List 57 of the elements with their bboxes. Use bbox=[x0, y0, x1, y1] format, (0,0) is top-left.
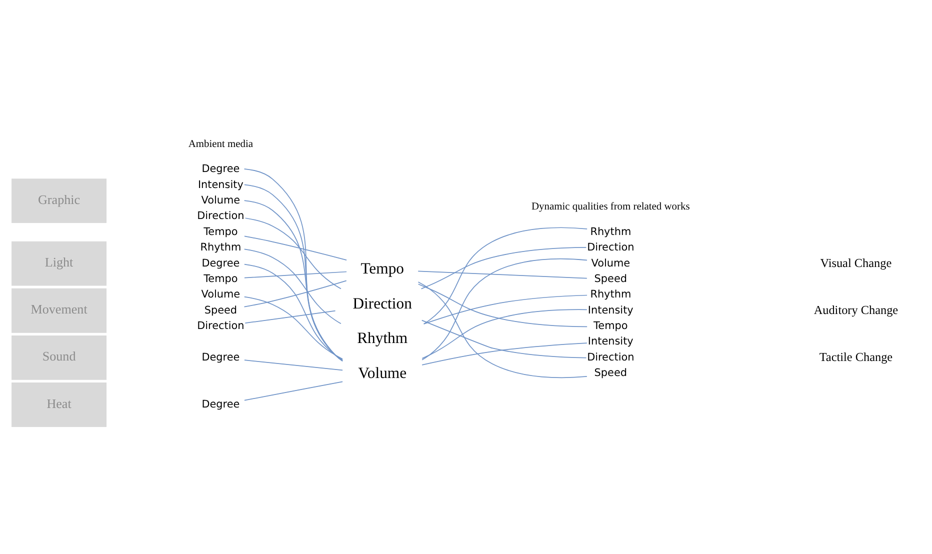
connector bbox=[422, 342, 588, 365]
node-text: Tactile Change bbox=[819, 349, 893, 364]
node-text: Direction bbox=[197, 210, 244, 222]
connector bbox=[244, 310, 336, 324]
connector bbox=[418, 270, 588, 278]
node-text: Tempo bbox=[204, 225, 238, 238]
connector bbox=[423, 294, 588, 324]
node-text: Direction bbox=[197, 320, 244, 332]
node-text: Volume bbox=[591, 256, 630, 269]
node-text: Visual Change bbox=[820, 255, 892, 270]
connector bbox=[244, 296, 343, 359]
node-text: Degree bbox=[202, 350, 240, 363]
node-text: Speed bbox=[594, 272, 628, 284]
node-text: Direction bbox=[352, 294, 412, 312]
node-box: Graphic bbox=[12, 178, 107, 223]
connector bbox=[420, 246, 587, 289]
node-text: Volume bbox=[201, 194, 240, 206]
connector bbox=[421, 319, 587, 358]
node-text: Intensity bbox=[588, 335, 634, 348]
connector bbox=[244, 263, 343, 360]
node-text: Speed bbox=[594, 366, 628, 379]
connector bbox=[244, 248, 342, 324]
node-text: Tempo bbox=[594, 320, 628, 332]
node-box: Sound bbox=[12, 334, 107, 380]
node-box: Movement bbox=[12, 288, 107, 332]
node-text: Direction bbox=[587, 350, 634, 363]
node-text: Tempo bbox=[360, 260, 404, 277]
node-text: Intensity bbox=[588, 304, 634, 316]
connector bbox=[244, 280, 347, 307]
connector bbox=[244, 380, 343, 400]
connector bbox=[244, 270, 347, 278]
node-text: Degree bbox=[202, 162, 240, 175]
connector bbox=[244, 359, 343, 370]
label: Ambient media bbox=[188, 138, 254, 150]
node-text: Rhythm bbox=[200, 241, 242, 254]
node-text: Tempo bbox=[204, 272, 238, 284]
connector bbox=[418, 283, 588, 327]
node-text: Direction bbox=[587, 241, 634, 254]
connector bbox=[244, 217, 342, 289]
connector bbox=[424, 226, 588, 324]
node-box: Light bbox=[12, 240, 107, 286]
node-text: Speed bbox=[204, 304, 238, 316]
node-text: Auditory Change bbox=[814, 302, 898, 316]
node-box: Heat bbox=[12, 382, 107, 426]
node-text: Rhythm bbox=[357, 330, 408, 347]
node-text: Volume bbox=[358, 364, 407, 382]
node-text: Rhythm bbox=[590, 225, 632, 238]
connector bbox=[244, 235, 347, 260]
connector bbox=[422, 308, 588, 358]
label: Dynamic qualities from related works bbox=[532, 201, 690, 212]
connector bbox=[418, 281, 588, 378]
node-text: Rhythm bbox=[590, 288, 632, 300]
connector bbox=[422, 258, 588, 360]
node-text: Degree bbox=[202, 256, 240, 269]
node-text: Volume bbox=[201, 288, 240, 300]
node-text: Degree bbox=[202, 398, 240, 410]
node-text: Intensity bbox=[198, 178, 244, 190]
